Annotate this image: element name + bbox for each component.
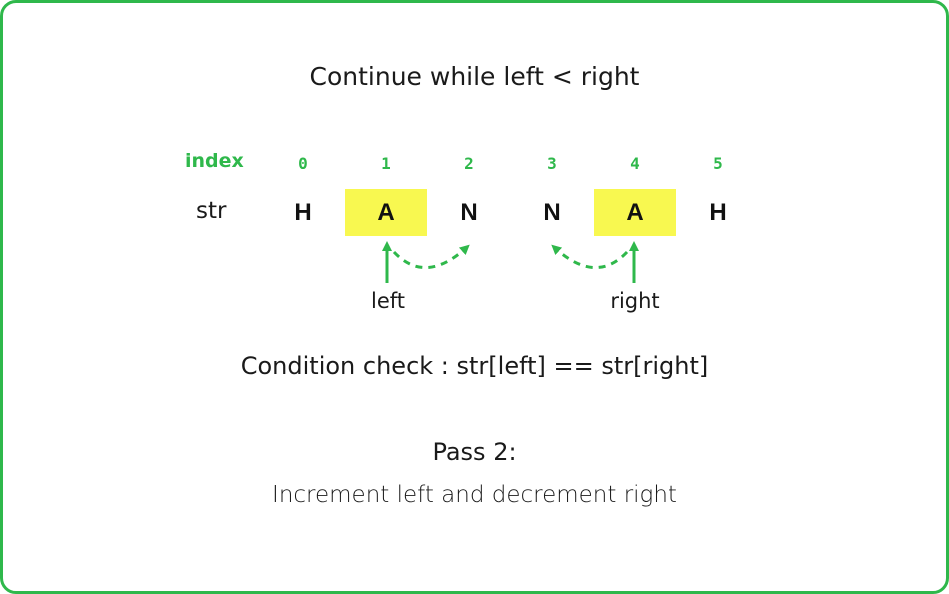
index-1: 1: [381, 154, 391, 173]
diagram-title: Continue while left < right: [309, 62, 640, 91]
str-row-label: str: [196, 198, 227, 224]
char-cell-4: A: [594, 189, 676, 236]
index-5: 5: [713, 154, 723, 173]
left-pointer-label: left: [370, 289, 405, 313]
char-cell-2: N: [460, 198, 478, 226]
char-cell-0: H: [294, 198, 312, 226]
char-cell-3: N: [543, 198, 561, 226]
index-4: 4: [630, 154, 640, 173]
index-0: 0: [298, 154, 308, 173]
pass-label: Pass 2:: [432, 438, 517, 466]
right-pointer-label: right: [610, 289, 660, 313]
index-row-label: index: [185, 150, 244, 172]
index-2: 2: [464, 154, 474, 173]
left-move-arrow: [392, 244, 470, 269]
char-cell-1: A: [345, 189, 427, 236]
right-move-arrow: [551, 244, 629, 269]
char-cell-5: H: [709, 198, 727, 226]
index-3: 3: [547, 154, 557, 173]
condition-text: Condition check : str[left] == str[right…: [240, 352, 709, 380]
pass-description: Increment left and decrement right: [272, 482, 677, 508]
